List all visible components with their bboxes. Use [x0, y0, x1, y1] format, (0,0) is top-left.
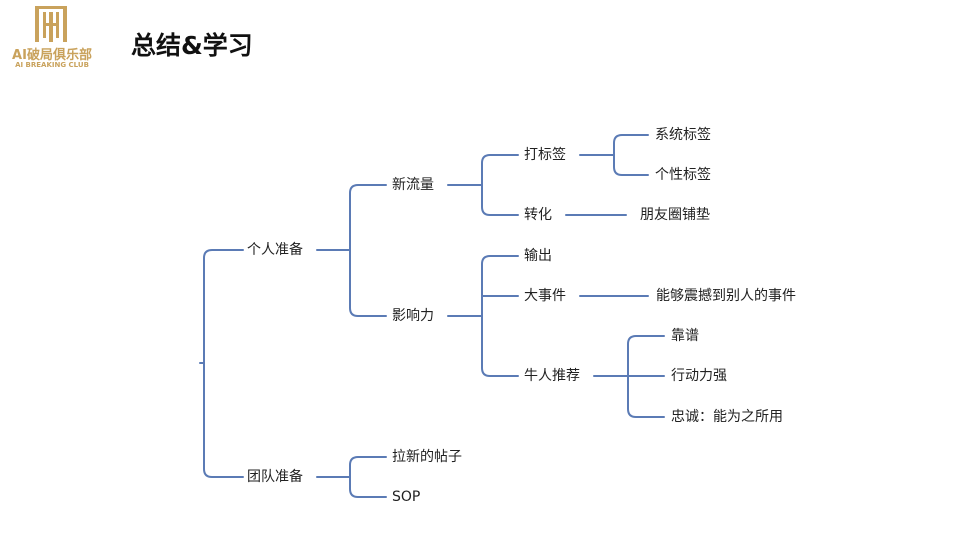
node-new-traffic: 新流量 — [392, 177, 434, 193]
node-action: 行动力强 — [671, 368, 727, 384]
node-system-tags: 系统标签 — [655, 127, 711, 143]
node-reliable: 靠谱 — [671, 328, 699, 344]
logo-mark-icon — [35, 6, 67, 42]
logo-english-text: AI BREAKING CLUB — [15, 61, 89, 69]
node-loyal: 忠诚：能为之所用 — [671, 409, 783, 425]
node-tagging: 打标签 — [524, 147, 566, 163]
club-logo: AI破局俱乐部 AI BREAKING CLUB — [0, 4, 104, 70]
node-sop: SOP — [392, 489, 421, 505]
root-bracket — [203, 249, 244, 478]
node-influence: 影响力 — [392, 308, 434, 324]
page-title: 总结&学习 — [131, 31, 253, 60]
node-big-event: 大事件 — [524, 288, 566, 304]
node-output: 输出 — [524, 248, 552, 264]
node-personal-prep: 个人准备 — [247, 242, 303, 258]
node-personal-tags: 个性标签 — [655, 167, 711, 183]
node-moments: 朋友圈铺垫 — [640, 207, 710, 223]
node-new-post: 拉新的帖子 — [392, 449, 462, 465]
logo-chinese-text: AI破局俱乐部 — [12, 48, 92, 63]
node-team-prep: 团队准备 — [247, 469, 303, 485]
node-recommend: 牛人推荐 — [524, 368, 580, 384]
node-conversion: 转化 — [524, 207, 552, 223]
node-shocking-event: 能够震撼到别人的事件 — [656, 288, 796, 304]
